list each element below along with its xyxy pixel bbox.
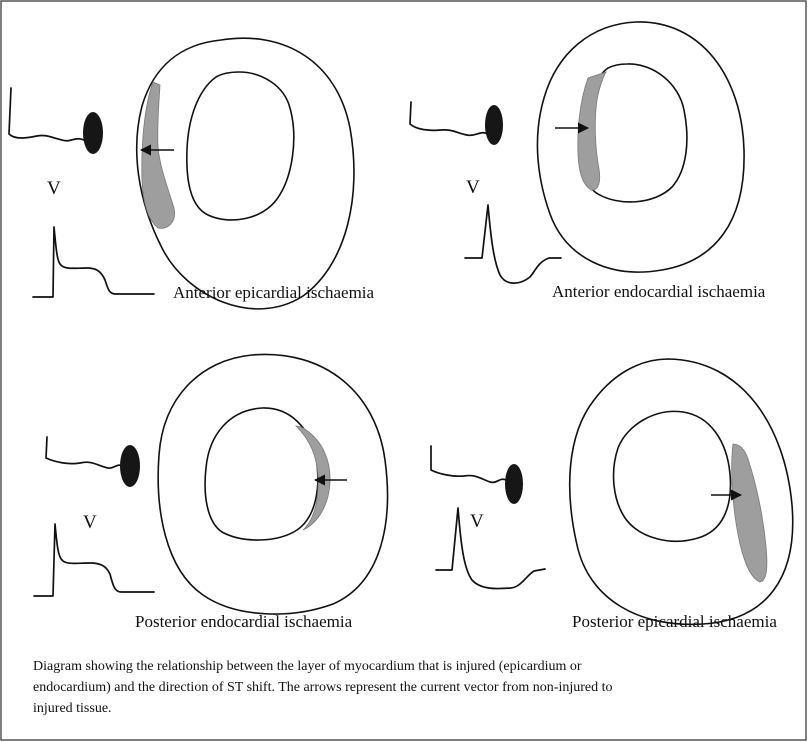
electrode-icon xyxy=(120,445,140,487)
caption-line-3: injured tissue. xyxy=(33,701,112,716)
electrode-icon xyxy=(83,112,103,154)
panel-label: Posterior epicardial ischaemia xyxy=(572,612,777,631)
panel-label: Posterior endocardial ischaemia xyxy=(135,612,353,631)
electrode-icon xyxy=(505,464,523,504)
lead-label: V xyxy=(466,177,480,198)
panel-label: Anterior endocardial ischaemia xyxy=(552,282,766,301)
electrode-icon xyxy=(485,105,503,145)
caption-line-1: Diagram showing the relationship between… xyxy=(33,659,582,674)
panel-label: Anterior epicardial ischaemia xyxy=(173,283,375,302)
lead-label: V xyxy=(83,512,97,533)
caption-line-2: endocardium) and the direction of ST shi… xyxy=(33,680,613,695)
lead-label: V xyxy=(470,511,484,532)
lead-label: V xyxy=(47,178,61,199)
